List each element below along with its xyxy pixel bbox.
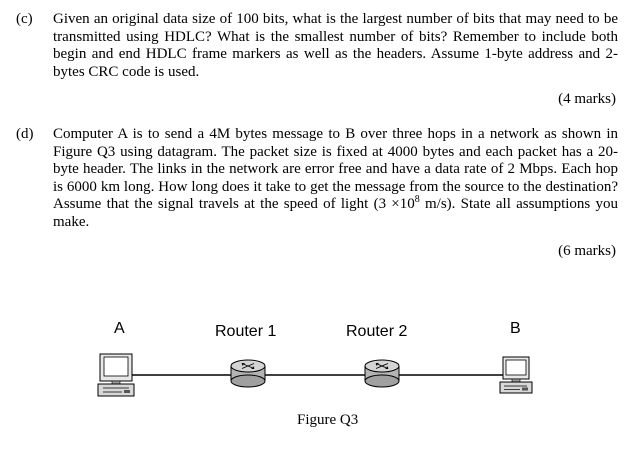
question-d-label: (d) xyxy=(16,126,34,142)
figure-caption: Figure Q3 xyxy=(297,412,359,428)
question-d-exponent: 8 xyxy=(414,194,420,205)
question-d-text-end: m/s). State all assumptions you make. xyxy=(53,196,618,230)
computer-a-icon xyxy=(97,353,135,397)
computer-b-icon xyxy=(499,356,533,394)
router-2-icon xyxy=(364,359,400,388)
question-c-label: (c) xyxy=(16,11,33,27)
question-c-text: Given an original data size of 100 bits,… xyxy=(53,11,618,80)
router-1-label: Router 1 xyxy=(215,323,277,340)
question-d-text-main: Computer A is to send a 4M bytes message… xyxy=(53,126,618,212)
question-d-text: Computer A is to send a 4M bytes message… xyxy=(53,126,618,231)
question-c-marks: (4 marks) xyxy=(558,91,616,107)
router-1-icon xyxy=(230,359,266,388)
question-d-marks: (6 marks) xyxy=(558,243,616,259)
router-2-label: Router 2 xyxy=(346,323,408,340)
node-a-label: A xyxy=(114,320,125,337)
node-b-label: B xyxy=(510,320,521,337)
